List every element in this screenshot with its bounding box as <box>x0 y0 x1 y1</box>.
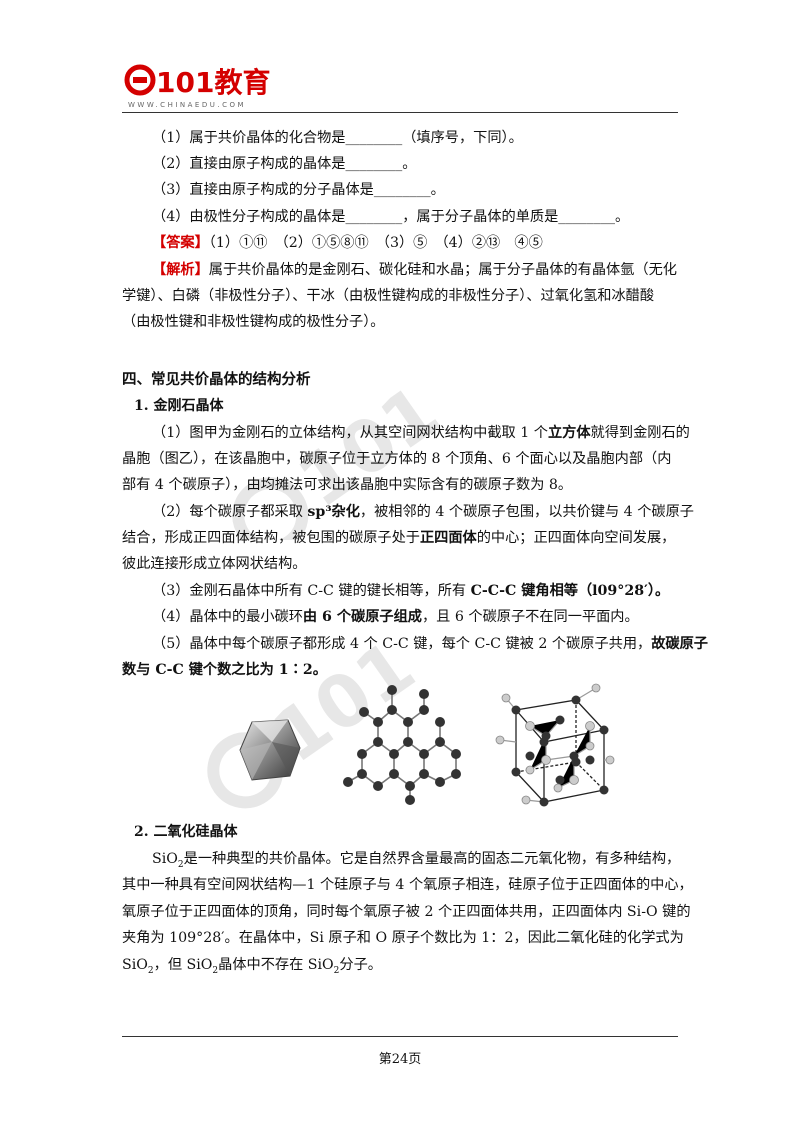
paragraph-1-line-3: 部有 4 个碳原子），由均摊法可求出该晶胞中实际含有的碳原子数为 8。 <box>122 477 573 493</box>
question-line-1: （1）属于共价晶体的化合物是________（填序号，下同）。 <box>152 130 523 146</box>
sio2-line-4: 夹角为 109°28′。在晶体中，Si 原子和 O 原子个数比为 1：2，因此二… <box>122 930 684 946</box>
logo-subtext: WWW.CHINAEDU.COM <box>128 101 246 109</box>
paragraph-5-line-2: 数与 C-C 键个数之比为 1∶2。 <box>122 662 327 678</box>
svg-text:101: 101 <box>283 369 454 524</box>
diamond-network-structure <box>343 685 461 805</box>
diamond-photo <box>239 719 301 781</box>
question-line-4: （4）由极性分子构成的晶体是________，属于分子晶体的单质是_______… <box>152 209 630 225</box>
question-line-3: （3）直接由原子构成的分子晶体是________。 <box>152 182 445 198</box>
analysis-line-1: 【解析】属于共价晶体的是金刚石、碳化硅和水晶；属于分子晶体的有晶体氩（无化 <box>152 262 677 278</box>
question-line-2: （2）直接由原子构成的晶体是________。 <box>152 156 417 172</box>
analysis-tag: 【解析】 <box>152 262 209 278</box>
subsection-title-sio2: 2. 二氧化硅晶体 <box>134 824 238 840</box>
paragraph-4: （4）晶体中的最小碳环由 6 个碳原子组成，且 6 个碳原子不在同一平面内。 <box>152 609 639 625</box>
analysis-line-3: （由极性键和非极性键构成的极性分子）。 <box>122 314 385 330</box>
paragraph-2-line-2: 结合，形成正四面体结构，被包围的碳原子处于正四面体的中心；正四面体向空间发展， <box>122 530 676 546</box>
sio2-line-5: SiO2，但 SiO2晶体中不存在 SiO2分子。 <box>122 957 382 976</box>
page-number: 第24页 <box>378 1052 422 1067</box>
sio2-line-3: 氧原子位于正四面体的顶角，同时每个氧原子被 2 个正四面体共用，正四面体内 Si… <box>122 904 691 920</box>
answer-tag: 【答案】 <box>152 235 209 251</box>
subsection-title-diamond: 1. 金刚石晶体 <box>134 398 224 414</box>
section-title: 四、常见共价晶体的结构分析 <box>122 372 311 388</box>
paragraph-2-line-1: （2）每个碳原子都采取 sp³杂化，被相邻的 4 个碳原子包围，以共价键与 4 … <box>152 504 694 520</box>
paragraph-1-line-1: （1）图甲为金刚石的立体结构，从其空间网状结构中截取 1 个立方体就得到金刚石的 <box>152 425 690 441</box>
diamond-unit-cell <box>495 683 615 807</box>
paragraph-3: （3）金刚石晶体中所有 C-C 键的键长相等，所有 C-C-C 键角相等（l09… <box>152 583 670 599</box>
paragraph-5-line-1: （5）晶体中每个碳原子都形成 4 个 C-C 键，每个 C-C 键被 2 个碳原… <box>152 636 708 652</box>
analysis-line-2: 学键）、白磷（非极性分子）、干冰（由极性键构成的非极性分子）、过氧化氢和冰醋酸 <box>122 288 655 304</box>
brand-logo: 101教育 WWW.CHINAEDU.COM <box>124 64 270 109</box>
logo-text: 101教育 <box>156 66 270 99</box>
paragraph-2-line-3: 彼此连接形成立体网状结构。 <box>122 556 307 572</box>
footer-rule <box>122 1036 678 1037</box>
sio2-line-1: SiO2是一种典型的共价晶体。它是自然界含量最高的固态二元氧化物，有多种结构， <box>152 851 681 870</box>
answer-text: （1）①⑪ （2）①⑤⑧⑪ （3）⑤ （4）②⑬ ④⑤ <box>208 235 543 251</box>
header-rule <box>122 112 678 113</box>
answer-line: 【答案】（1）①⑪ （2）①⑤⑧⑪ （3）⑤ （4）②⑬ ④⑤ <box>152 233 543 253</box>
sio2-line-2: 其中一种具有空间网状结构—1 个硅原子与 4 个氧原子相连，硅原子位于正四面体的… <box>122 877 693 893</box>
paragraph-1-line-2: 晶胞（图乙），在该晶胞中，碳原子位于立方体的 8 个顶角、6 个面心以及晶胞内部… <box>122 451 672 467</box>
